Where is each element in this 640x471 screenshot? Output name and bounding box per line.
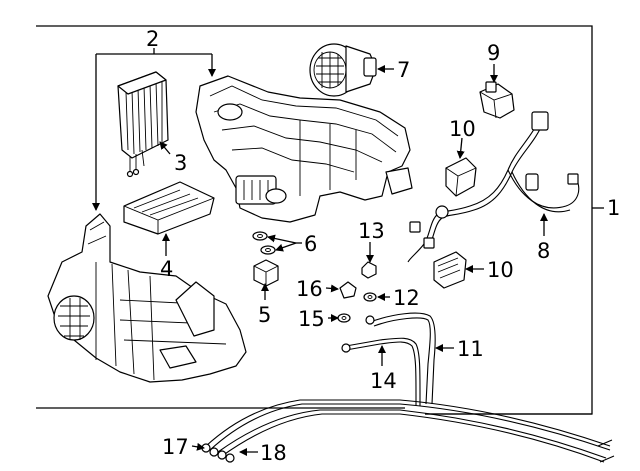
heater-core bbox=[123, 181, 215, 235]
callout-8: 8 bbox=[537, 239, 550, 263]
callout-11: 11 bbox=[457, 337, 484, 361]
callout-18: 18 bbox=[260, 441, 287, 465]
actuator-10-upper bbox=[445, 157, 477, 197]
washer-12 bbox=[363, 292, 377, 302]
actuator-9 bbox=[479, 81, 515, 119]
callout-15: 15 bbox=[298, 307, 325, 331]
callout-5: 5 bbox=[258, 303, 271, 327]
wiring-harness bbox=[407, 111, 580, 263]
bracket-5 bbox=[253, 259, 279, 287]
callout-6: 6 bbox=[304, 232, 317, 256]
callout-9: 9 bbox=[487, 41, 500, 65]
callout-12: 12 bbox=[393, 286, 420, 310]
refrigerant-tube-14 bbox=[341, 337, 421, 406]
callout-7: 7 bbox=[397, 58, 410, 82]
callout-2: 2 bbox=[146, 27, 159, 51]
washers-6 bbox=[252, 231, 276, 255]
grommet-16 bbox=[339, 281, 357, 299]
callout-1: 1 bbox=[607, 196, 620, 220]
hvac-case-upper bbox=[195, 75, 413, 223]
callout-16: 16 bbox=[296, 277, 323, 301]
evaporator-core bbox=[117, 71, 169, 178]
refrigerant-lines-external bbox=[201, 399, 615, 463]
callout-13: 13 bbox=[358, 219, 385, 243]
washer-15 bbox=[337, 313, 351, 323]
callout-17: 17 bbox=[162, 435, 189, 459]
clip-13 bbox=[361, 261, 377, 279]
refrigerant-tube-11 bbox=[365, 312, 436, 405]
hvac-case-lower bbox=[47, 213, 247, 383]
callout-4: 4 bbox=[160, 257, 173, 281]
blower-motor bbox=[309, 43, 377, 97]
callout-10-lower: 10 bbox=[487, 258, 514, 282]
callout-10-upper: 10 bbox=[449, 117, 476, 141]
callout-3: 3 bbox=[174, 151, 187, 175]
callout-14: 14 bbox=[370, 369, 397, 393]
control-module-10 bbox=[433, 251, 467, 289]
leader-lines bbox=[92, 48, 604, 456]
